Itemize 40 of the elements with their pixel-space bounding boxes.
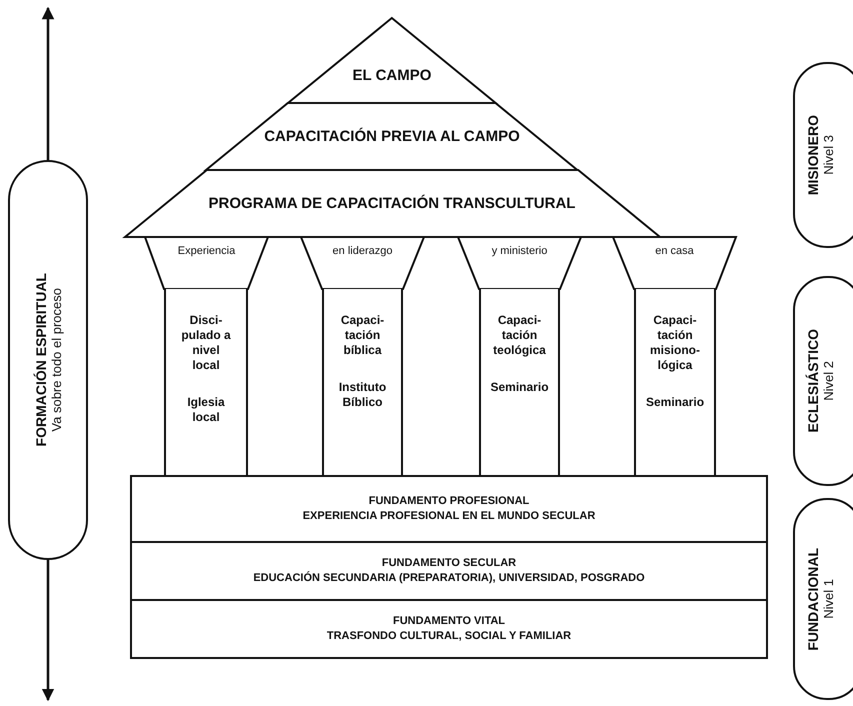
level-pill [793, 276, 853, 486]
label-text: Capaci- tación misiono- lógica [649, 313, 701, 373]
subheading-text: Nivel 1 [821, 579, 836, 619]
place-text: Seminario [646, 395, 704, 410]
heading-text: FUNDAMENTO PROFESIONAL [368, 494, 530, 509]
subheading-text: Nivel 3 [821, 135, 836, 175]
roof-band [206, 103, 578, 170]
label-text: Experiencia [178, 245, 236, 257]
place-text: Instituto Bíblico [338, 380, 388, 410]
label-text: Disci- pulado a nivel local [180, 313, 232, 373]
subheading-text: Nivel 2 [821, 361, 836, 401]
heading-text: MISIONERO [805, 114, 821, 196]
foundation-band [130, 599, 768, 659]
heading-text: FUNDACIONAL [805, 548, 821, 650]
label-text: EL CAMPO [352, 67, 432, 84]
label-text: en liderazgo [332, 245, 392, 257]
label-text: CAPACITACIÓN PREVIA AL CAMPO [264, 128, 520, 145]
subheading-text: TRASFONDO CULTURAL, SOCIAL Y FAMILIAR [326, 629, 572, 644]
heading-text: FORMACIÓN ESPIRITUAL [32, 273, 48, 447]
label-text: y ministerio [492, 245, 548, 257]
arrow [42, 560, 54, 702]
heading-text: FUNDAMENTO SECULAR [382, 556, 516, 571]
heading-text: ECLESIÁSTICO [805, 329, 821, 433]
subheading-text: EDUCACIÓN SECUNDARIA (PREPARATORIA), UNIVERSIDAD, POSGRADO [253, 571, 645, 586]
label-text: PROGRAMA DE CAPACITACIÓN TRANSCULTURAL [208, 195, 576, 212]
foundation-band [130, 541, 768, 601]
label-text: Capaci- tación teológica [492, 313, 547, 358]
roof-peak [288, 18, 496, 103]
foundation-band [130, 475, 768, 543]
column-capital [613, 237, 736, 289]
label-text: en casa [655, 245, 694, 257]
heading-text: FUNDAMENTO VITAL [392, 614, 506, 629]
arrow [42, 6, 54, 160]
level-pill [793, 498, 853, 700]
place-text: Seminario [490, 380, 548, 395]
subheading-text: Va sobre todo el proceso [48, 288, 64, 432]
place-text: Iglesia local [186, 395, 226, 425]
subheading-text: EXPERIENCIA PROFESIONAL EN EL MUNDO SECULAR [302, 509, 596, 524]
label-text: Capaci- tación bíblica [340, 313, 386, 358]
level-pill [793, 62, 853, 248]
